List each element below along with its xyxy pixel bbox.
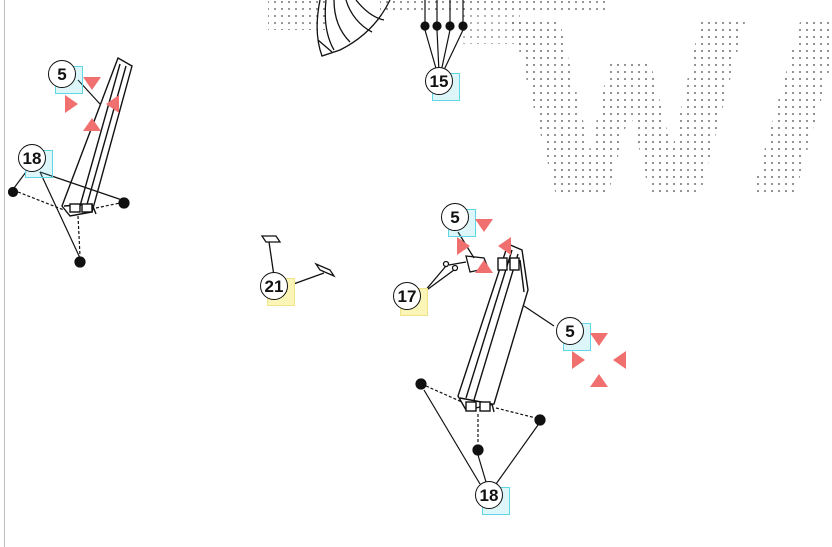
clip-parts-21 — [260, 235, 336, 287]
callout-21[interactable]: 21 — [260, 272, 295, 306]
callout-ring: 5 — [556, 317, 584, 345]
dot-pattern-background — [268, 0, 832, 195]
right-bolts-18 — [415, 378, 546, 485]
callout-number: 5 — [565, 321, 575, 341]
callout-number: 18 — [22, 148, 42, 168]
four-arrows-icon — [65, 77, 119, 131]
callout-number: 18 — [479, 485, 499, 505]
callout-ring: 5 — [441, 203, 469, 231]
callout-number: 21 — [264, 276, 284, 296]
callout-number: 5 — [450, 207, 460, 227]
callout-5-upper-left[interactable]: 5 — [48, 60, 83, 94]
left-border — [4, 0, 5, 547]
callout-18-left[interactable]: 18 — [18, 144, 53, 178]
callout-5-right[interactable]: 5 — [556, 317, 591, 351]
right-rail-part — [457, 243, 529, 413]
hull-fragment — [316, 0, 391, 57]
left-rail-part — [61, 56, 133, 217]
callout-17[interactable]: 17 — [393, 282, 428, 316]
callout-ring: 15 — [425, 67, 453, 95]
leader-5c — [523, 305, 555, 327]
bolts-group-15 — [420, 0, 468, 73]
callout-ring: 18 — [18, 144, 46, 172]
leader-5a — [77, 79, 101, 105]
callout-ring: 18 — [475, 481, 503, 509]
left-bolts-18 — [7, 171, 130, 268]
callout-ring: 17 — [393, 282, 421, 310]
callout-number: 17 — [397, 286, 417, 306]
callout-18-bottom[interactable]: 18 — [475, 481, 510, 515]
callout-15[interactable]: 15 — [425, 67, 460, 101]
callout-number: 15 — [429, 71, 449, 91]
callout-5-center[interactable]: 5 — [441, 203, 476, 237]
callout-ring: 21 — [260, 272, 288, 300]
four-arrows-icon — [457, 219, 511, 273]
four-arrows-icon — [572, 333, 626, 387]
callout-number: 5 — [57, 64, 67, 84]
callout-ring: 5 — [48, 60, 76, 88]
